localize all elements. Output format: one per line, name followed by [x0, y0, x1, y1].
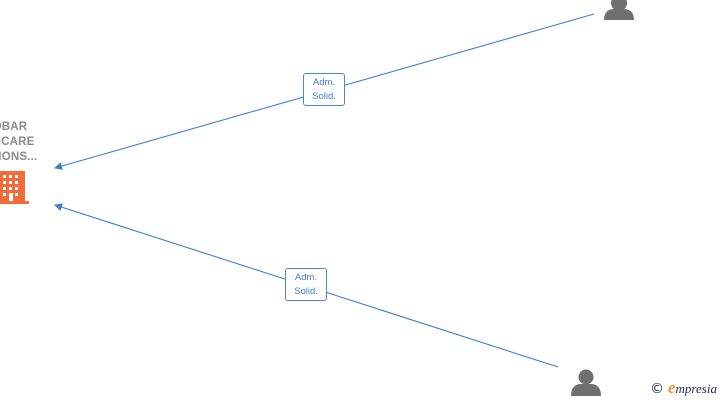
company-name-line-2: THCARE: [0, 136, 35, 148]
brand-logo-initial: e: [668, 378, 676, 397]
edge-label-bottom-line-2: Solid.: [294, 286, 318, 297]
person-icon-bottom[interactable]: [571, 369, 601, 397]
copyright-icon: ©: [650, 381, 664, 397]
brand-footer: ©empresia: [650, 378, 717, 398]
company-name[interactable]: OBAR THCARE UTIONS...: [0, 120, 60, 165]
edge-label-top[interactable]: Adm. Solid.: [303, 73, 345, 106]
person-icon-top[interactable]: [604, 0, 634, 20]
edge-label-bottom-line-1: Adm.: [294, 272, 318, 283]
company-name-line-1: OBAR: [0, 121, 28, 133]
brand-logo-text: mpresia: [675, 381, 717, 396]
edge-label-top-line-2: Solid.: [312, 91, 336, 102]
edge-label-bottom[interactable]: Adm. Solid.: [285, 268, 327, 301]
edge-label-top-line-1: Adm.: [312, 77, 336, 88]
building-icon[interactable]: [0, 171, 29, 204]
company-name-line-3: UTIONS...: [0, 151, 38, 163]
